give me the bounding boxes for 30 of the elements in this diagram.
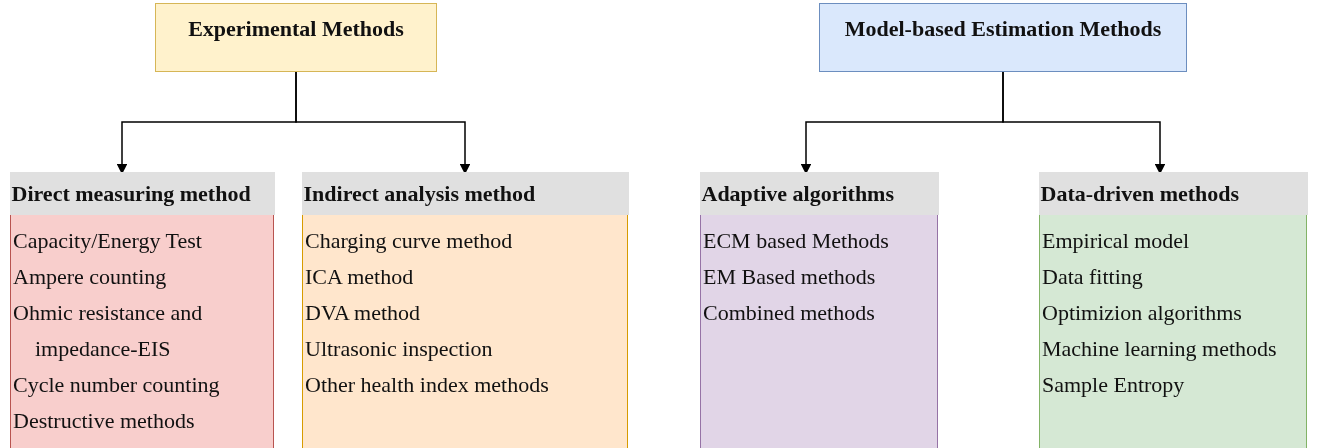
method-item: Sample Entropy (1042, 371, 1186, 399)
category-title: Experimental Methods (188, 16, 404, 42)
method-item: Cycle number counting (13, 371, 221, 399)
method-item: Machine learning methods (1042, 335, 1278, 363)
method-panel (302, 172, 628, 448)
category-box (819, 3, 1187, 72)
method-item: Ohmic resistance and impedance-EIS (13, 299, 204, 363)
method-panel (1039, 172, 1307, 448)
method-item: ICA method (305, 263, 415, 291)
method-item: Other health index methods (305, 371, 550, 399)
method-item: Optimizion algorithms (1042, 299, 1243, 327)
method-item: Capacity/Energy Test (13, 227, 203, 255)
method-item: DVA method (305, 299, 422, 327)
category-title: Model-based Estimation Methods (844, 16, 1162, 42)
method-item: Data fitting (1042, 263, 1144, 291)
panel-heading: Data-driven methods (1038, 172, 1308, 215)
panel-heading: Direct measuring method (9, 172, 275, 215)
method-item: ECM based Methods (703, 227, 890, 255)
method-item: Charging curve method (305, 227, 514, 255)
category-box (155, 3, 437, 72)
method-item: EM Based methods (703, 263, 877, 291)
method-panel (700, 172, 938, 448)
method-panel (10, 172, 274, 448)
method-item: Ultrasonic inspection (305, 335, 494, 363)
method-item: Empirical model (1042, 227, 1191, 255)
panel-heading: Adaptive algorithms (699, 172, 939, 215)
method-item: Destructive methods (13, 407, 196, 435)
method-item: Combined methods (703, 299, 876, 327)
method-item: Ampere counting (13, 263, 168, 291)
panel-heading: Indirect analysis method (301, 172, 629, 215)
